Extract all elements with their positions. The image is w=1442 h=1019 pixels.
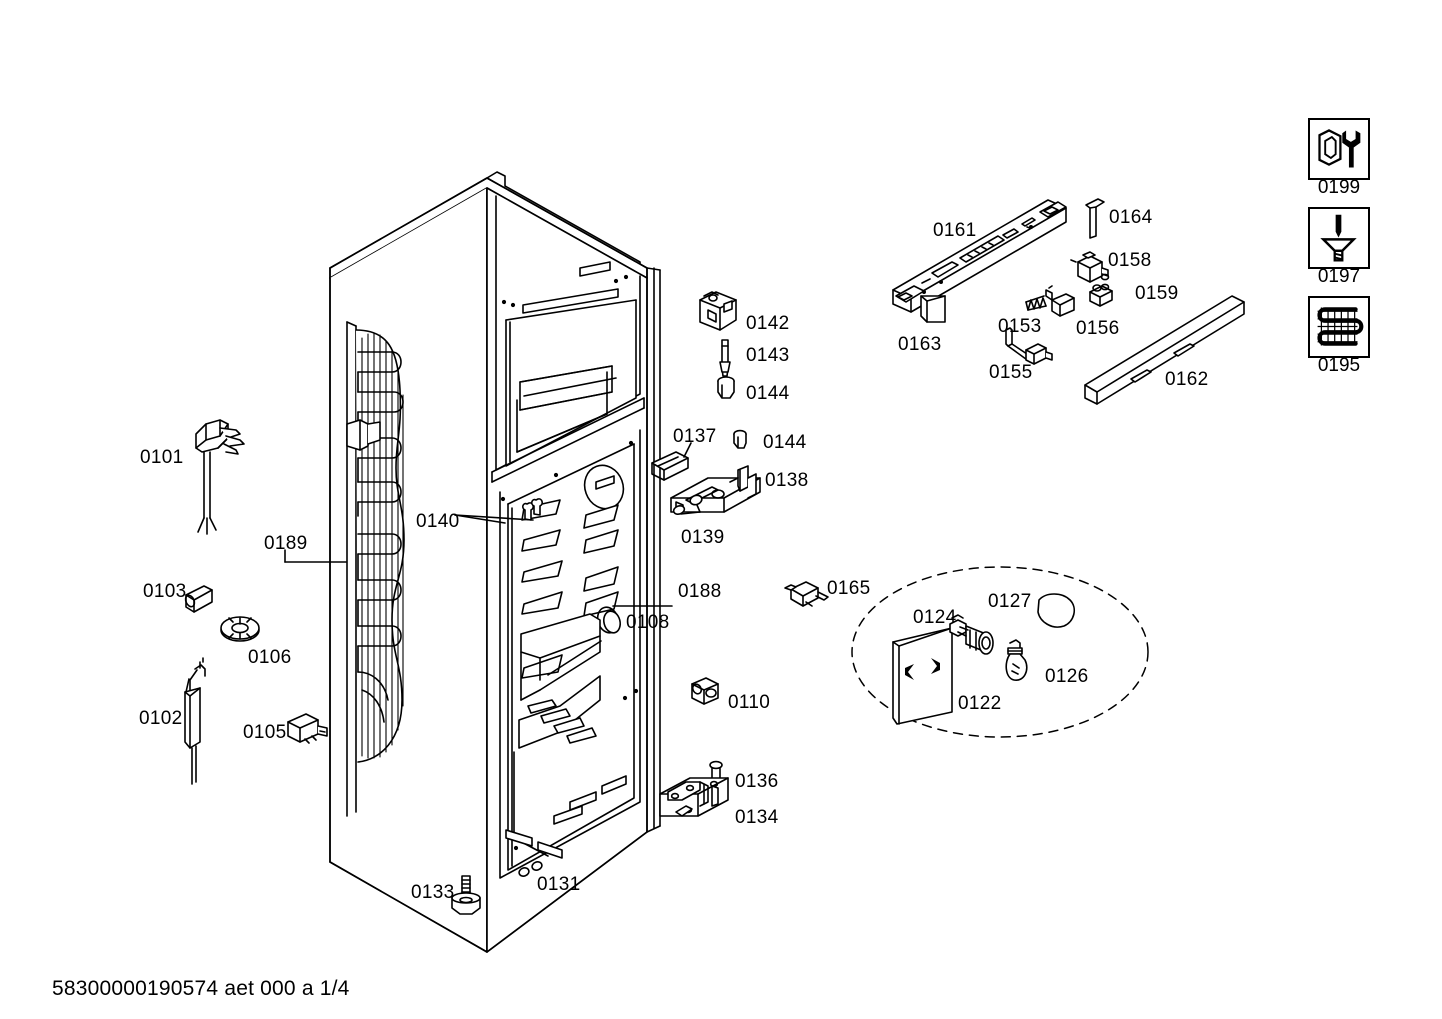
part-label-0142: 0142: [746, 313, 790, 334]
legend-label-0197: 0197: [1317, 266, 1361, 287]
part-0102-sensor: [184, 657, 206, 785]
part-label-0139: 0139: [681, 527, 725, 548]
part-label-0136: 0136: [735, 771, 779, 792]
part-0144-cap-middle: [733, 429, 747, 449]
part-0153-spring: [1025, 295, 1047, 311]
legend-icon-0197: [1308, 207, 1370, 269]
part-label-0110: 0110: [728, 692, 771, 713]
leader-0189: [284, 549, 347, 563]
part-label-0158: 0158: [1108, 250, 1152, 271]
part-0140: [522, 498, 543, 521]
part-label-0162: 0162: [1165, 369, 1209, 390]
part-label-0144-middle: 0144: [763, 432, 807, 453]
part-label-0122: 0122: [958, 693, 1002, 714]
part-label-0189: 0189: [264, 533, 308, 554]
part-label-0138: 0138: [765, 470, 809, 491]
part-0131-washers: [518, 861, 543, 877]
part-0127-gasket: [1037, 593, 1076, 628]
part-0161-control-rail: [892, 199, 1067, 313]
part-0143-pin: [719, 339, 731, 377]
part-label-0105: 0105: [243, 722, 287, 743]
screwdriver-funnel-icon: [1320, 214, 1357, 262]
part-label-0165: 0165: [827, 578, 871, 599]
leader-0137: [683, 442, 692, 458]
nut-and-wrench-icon: [1318, 129, 1361, 168]
lamp-assembly-group-outline: [851, 566, 1149, 738]
condenser-coil: [346, 321, 405, 817]
part-0122-lamp-cover: [892, 627, 953, 725]
part-label-0156: 0156: [1076, 318, 1120, 339]
part-0159-cap: [1089, 283, 1113, 307]
leader-0140: [454, 514, 534, 524]
part-label-0102: 0102: [139, 708, 183, 729]
part-label-0140: 0140: [416, 511, 460, 532]
part-label-0159: 0159: [1135, 283, 1179, 304]
part-label-0137: 0137: [673, 426, 717, 447]
part-0126-bulb: [1005, 639, 1028, 681]
heater-coil-icon: [1317, 307, 1364, 346]
legend-label-0195: 0195: [1317, 355, 1361, 376]
part-label-0164: 0164: [1109, 207, 1153, 228]
part-0134-hinge-plate: [659, 777, 729, 817]
document-footer-code: 58300000190574 aet 000 a 1/4: [52, 977, 350, 1000]
part-label-0127: 0127: [988, 591, 1032, 612]
part-label-0124: 0124: [913, 607, 957, 628]
part-0138-hinge-arm: [670, 465, 761, 513]
part-0103-capacitor: [184, 585, 213, 613]
part-0105-connector: [287, 713, 328, 744]
part-label-0133: 0133: [411, 882, 455, 903]
part-0108: [602, 610, 622, 634]
part-0156-lever: [1045, 285, 1075, 317]
part-label-0163: 0163: [898, 334, 942, 355]
part-0155-key: [1005, 327, 1053, 365]
part-0137-bracket: [651, 451, 689, 481]
part-label-0144-upper: 0144: [746, 383, 790, 404]
part-label-0153: 0153: [998, 316, 1042, 337]
part-label-0188: 0188: [678, 581, 722, 602]
part-0144-cap-upper: [717, 376, 735, 399]
part-0124-lamp-socket: [949, 614, 994, 655]
part-0164-clip: [1085, 198, 1105, 239]
part-0139-washers: [672, 494, 703, 516]
part-label-0131: 0131: [537, 874, 581, 895]
part-label-0108: 0108: [626, 612, 670, 633]
refrigerator-cabinet: [329, 171, 661, 953]
part-0110-bushing: [691, 677, 719, 705]
part-label-0143: 0143: [746, 345, 790, 366]
part-label-0126: 0126: [1045, 666, 1089, 687]
part-label-0103: 0103: [143, 581, 187, 602]
part-0101-power-cord: [195, 419, 245, 535]
part-0133-leveling-foot: [451, 875, 481, 915]
part-label-0101: 0101: [140, 447, 184, 468]
legend-icon-0195: [1308, 296, 1370, 358]
part-label-0161: 0161: [933, 220, 977, 241]
part-0165-connector: [784, 581, 829, 607]
part-label-0106: 0106: [248, 647, 292, 668]
part-label-0134: 0134: [735, 807, 779, 828]
part-0162-trim-strip: [1084, 295, 1245, 405]
legend-icon-0199: [1308, 118, 1370, 180]
legend-label-0199: 0199: [1317, 177, 1361, 198]
part-0142-hinge-cover: [699, 291, 737, 331]
part-label-0155: 0155: [989, 362, 1033, 383]
part-0106-grommet: [220, 616, 260, 642]
part-0158-switch: [1070, 251, 1110, 283]
part-0163-end-cap: [920, 295, 946, 323]
